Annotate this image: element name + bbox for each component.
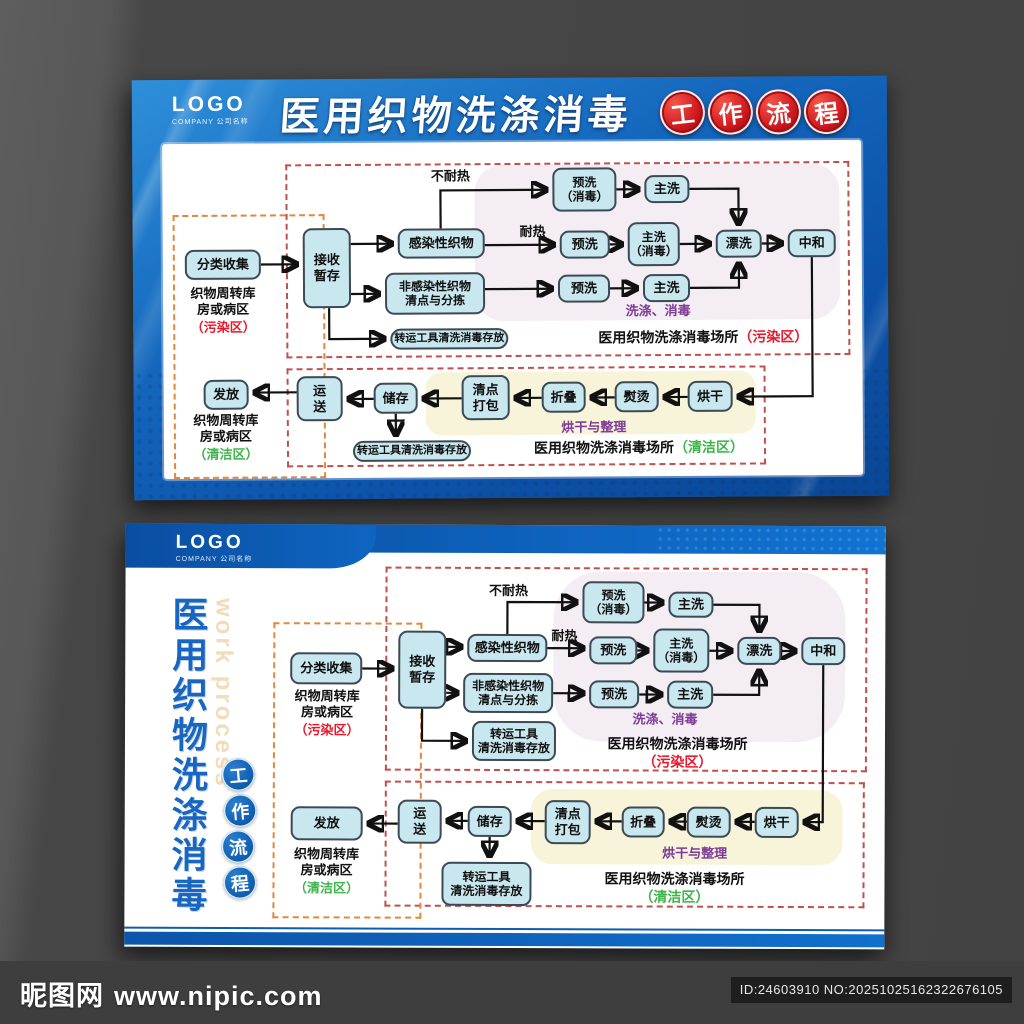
- caption-wash-disinfect: 洗涤、消毒: [625, 302, 691, 319]
- node-fold: 折叠: [541, 381, 586, 413]
- node-prewash: 预洗: [557, 274, 611, 303]
- title-badge-seal: 作: [705, 87, 756, 138]
- title-badge-seal: 程: [222, 864, 258, 901]
- title-badge-seal: 工: [657, 87, 708, 138]
- node-dry: 烘干: [754, 806, 799, 839]
- node-neutralize: 中和: [801, 637, 846, 666]
- node-dry: 烘干: [687, 380, 733, 412]
- footer-band: [124, 931, 885, 948]
- node-iron: 熨烫: [614, 381, 659, 413]
- poster-title-vertical: 医用织物洗涤消毒: [166, 595, 209, 916]
- company-name: COMPANY 公司名称: [175, 555, 253, 564]
- label-linen-store-clean: 织物周转库 房或病区 （清洁区）: [293, 846, 360, 896]
- node-prewash: 预洗: [589, 636, 638, 665]
- node-deliver: 运送: [397, 799, 442, 844]
- node-main-wash: 主洗: [667, 680, 714, 709]
- logo-block: LOGO COMPANY 公司名称: [171, 92, 249, 127]
- label-linen-store-dirty: 织物周转库 房或病区 （污染区）: [190, 285, 256, 335]
- node-prewash-disinfect: 预洗（消毒）: [552, 167, 617, 212]
- node-store: 储存: [467, 805, 512, 838]
- node-infectious: 感染性织物: [397, 228, 485, 259]
- node-receive-store: 接收暂存: [302, 227, 352, 309]
- node-dispatch: 发放: [203, 379, 249, 410]
- node-transport-tool: 转运工具清洗消毒存放: [352, 440, 472, 462]
- node-non-infectious: 非感染性织物清点与分拣: [384, 272, 486, 315]
- site-url: www.nipic.com: [114, 981, 323, 1011]
- node-main-wash: 主洗: [642, 273, 691, 303]
- caption-site-clean: 医用织物洗涤消毒场所（清洁区）: [533, 438, 745, 456]
- site-watermark: 昵图网 www.nipic.com: [20, 974, 323, 1013]
- label-heat-resistant: 耐热: [551, 628, 578, 644]
- node-fold: 折叠: [621, 806, 665, 838]
- node-rinse: 漂洗: [737, 636, 782, 665]
- poster-title: 医用织物洗涤消毒: [278, 93, 634, 140]
- node-transport-tool: 转运工具清洗消毒存放: [390, 328, 509, 350]
- caption-dry-arrange: 烘干与整理: [662, 845, 728, 861]
- footer-rule: [124, 926, 885, 932]
- node-main-wash: 主洗: [644, 174, 690, 204]
- caption-site-contaminated: 医用织物洗涤消毒场所 （污染区）: [607, 735, 748, 770]
- image-id-label: ID:24603910 NO:20251025162322676105: [730, 977, 1012, 1003]
- label-linen-store-dirty: 织物周转库 房或病区 （污染区）: [294, 688, 360, 738]
- caption-site-clean: 医用织物洗涤消毒场所 （清洁区）: [604, 870, 745, 905]
- node-rinse: 漂洗: [715, 229, 762, 258]
- node-infectious: 感染性织物: [467, 633, 548, 663]
- node-neutralize: 中和: [787, 229, 836, 258]
- title-badge-seal: 程: [801, 86, 852, 137]
- logo-text: LOGO: [175, 531, 244, 554]
- label-not-heat-resistant: 不耐热: [430, 168, 470, 184]
- label-linen-store-clean: 织物周转库 房或病区 （清洁区）: [193, 412, 259, 462]
- node-iron: 熨烫: [686, 806, 731, 838]
- node-transport-tool: 转运工具清洗消毒存放: [471, 720, 557, 762]
- logo-block: LOGO COMPANY 公司名称: [175, 531, 253, 564]
- node-main-wash-disinfect: 主洗（消毒）: [627, 221, 680, 267]
- caption-dry-arrange: 烘干与整理: [561, 419, 627, 435]
- node-sort-collect: 分类收集: [184, 249, 261, 280]
- node-count-pack: 清点打包: [544, 800, 591, 845]
- label-not-heat-resistant: 不耐热: [488, 582, 529, 599]
- node-main-wash-disinfect: 主洗（消毒）: [653, 628, 710, 673]
- caption-site-contaminated: 医用织物洗涤消毒场所（污染区）: [598, 328, 809, 346]
- node-prewash: 预洗: [589, 680, 640, 709]
- node-non-infectious: 非感染性织物清点与分拣: [463, 672, 554, 714]
- node-count-pack: 清点打包: [461, 375, 510, 421]
- caption-wash-disinfect: 洗涤、消毒: [632, 711, 698, 727]
- poster-bottom: LOGO COMPANY 公司名称 work process 医用织物洗涤消毒 …: [124, 523, 886, 950]
- node-main-wash: 主洗: [668, 591, 714, 618]
- node-transport-tool: 转运工具清洗消毒存放: [441, 861, 532, 907]
- node-deliver: 运送: [296, 376, 343, 422]
- site-name: 昵图网: [20, 981, 104, 1011]
- logo-text: LOGO: [171, 92, 246, 117]
- title-badge-seal: 流: [753, 87, 804, 137]
- company-name: COMPANY 公司名称: [171, 118, 249, 127]
- node-prewash: 预洗: [559, 230, 610, 259]
- node-dispatch: 发放: [290, 806, 363, 841]
- label-heat-resistant: 耐热: [519, 223, 546, 239]
- poster-top: LOGO COMPANY 公司名称 医用织物洗涤消毒 工 作 流 程: [131, 75, 890, 501]
- node-store: 储存: [373, 382, 418, 414]
- node-sort-collect: 分类收集: [290, 652, 363, 685]
- node-prewash-disinfect: 预洗（消毒）: [582, 581, 645, 624]
- node-receive-store: 接收暂存: [398, 630, 447, 709]
